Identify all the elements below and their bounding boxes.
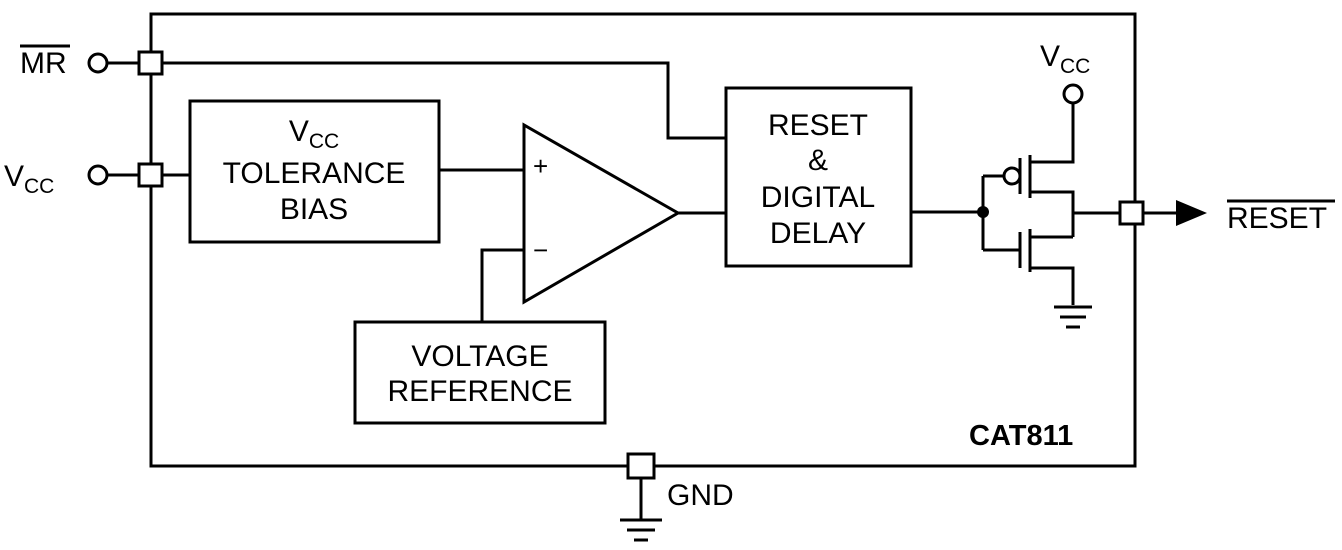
pmos-gate-bubble xyxy=(1002,166,1022,186)
comparator-minus: − xyxy=(533,235,548,265)
chip-boundary xyxy=(149,12,1137,468)
chip-label: CAT811 xyxy=(969,420,1073,452)
comparator-triangle xyxy=(522,122,682,305)
reset-output-arrow-icon xyxy=(1176,200,1207,226)
supply-vcc-label: VCC xyxy=(1040,40,1090,78)
nmos-source-wire xyxy=(1030,266,1075,305)
vcc-tolerance-line3: BIAS xyxy=(280,193,348,226)
comparator-plus: + xyxy=(533,151,548,181)
mr-pin-label: MR xyxy=(20,47,67,80)
reset-delay-line4: DELAY xyxy=(770,217,866,250)
vcc-tolerance-line2: TOLERANCE xyxy=(223,157,406,190)
mr-pin-pad xyxy=(137,50,164,76)
reset-pin-pad xyxy=(1118,200,1145,226)
reset-delay-line3: DIGITAL xyxy=(761,181,875,214)
gnd-pin-label: GND xyxy=(667,479,734,512)
vcc-pin-terminal xyxy=(87,164,109,186)
vcc-tolerance-line1: VCC xyxy=(289,115,339,153)
reset-delay-line1: RESET xyxy=(768,109,868,142)
voltage-reference-line1: VOLTAGE xyxy=(411,340,548,373)
voltage-reference-line2: REFERENCE xyxy=(387,375,572,408)
reset-pin-label: RESET xyxy=(1227,202,1327,235)
supply-vcc-terminal xyxy=(1062,83,1084,105)
vcc-pin-pad xyxy=(137,162,164,188)
mr-pin-terminal xyxy=(87,52,109,74)
voltage-reference-block xyxy=(353,320,607,425)
reset-digital-delay-block xyxy=(724,86,913,268)
vref-to-minus-wire xyxy=(480,248,524,322)
pmos-source-wire xyxy=(1030,103,1075,164)
reset-delay-line2: & xyxy=(808,144,828,177)
gnd-pin-pad xyxy=(626,452,656,480)
mr-internal-wire xyxy=(162,61,726,140)
vcc-pin-label: VCC xyxy=(4,160,54,198)
output-ground-icon xyxy=(1054,305,1092,329)
pmos-drain-wire xyxy=(1030,190,1075,237)
gnd-ground-icon xyxy=(620,518,662,542)
